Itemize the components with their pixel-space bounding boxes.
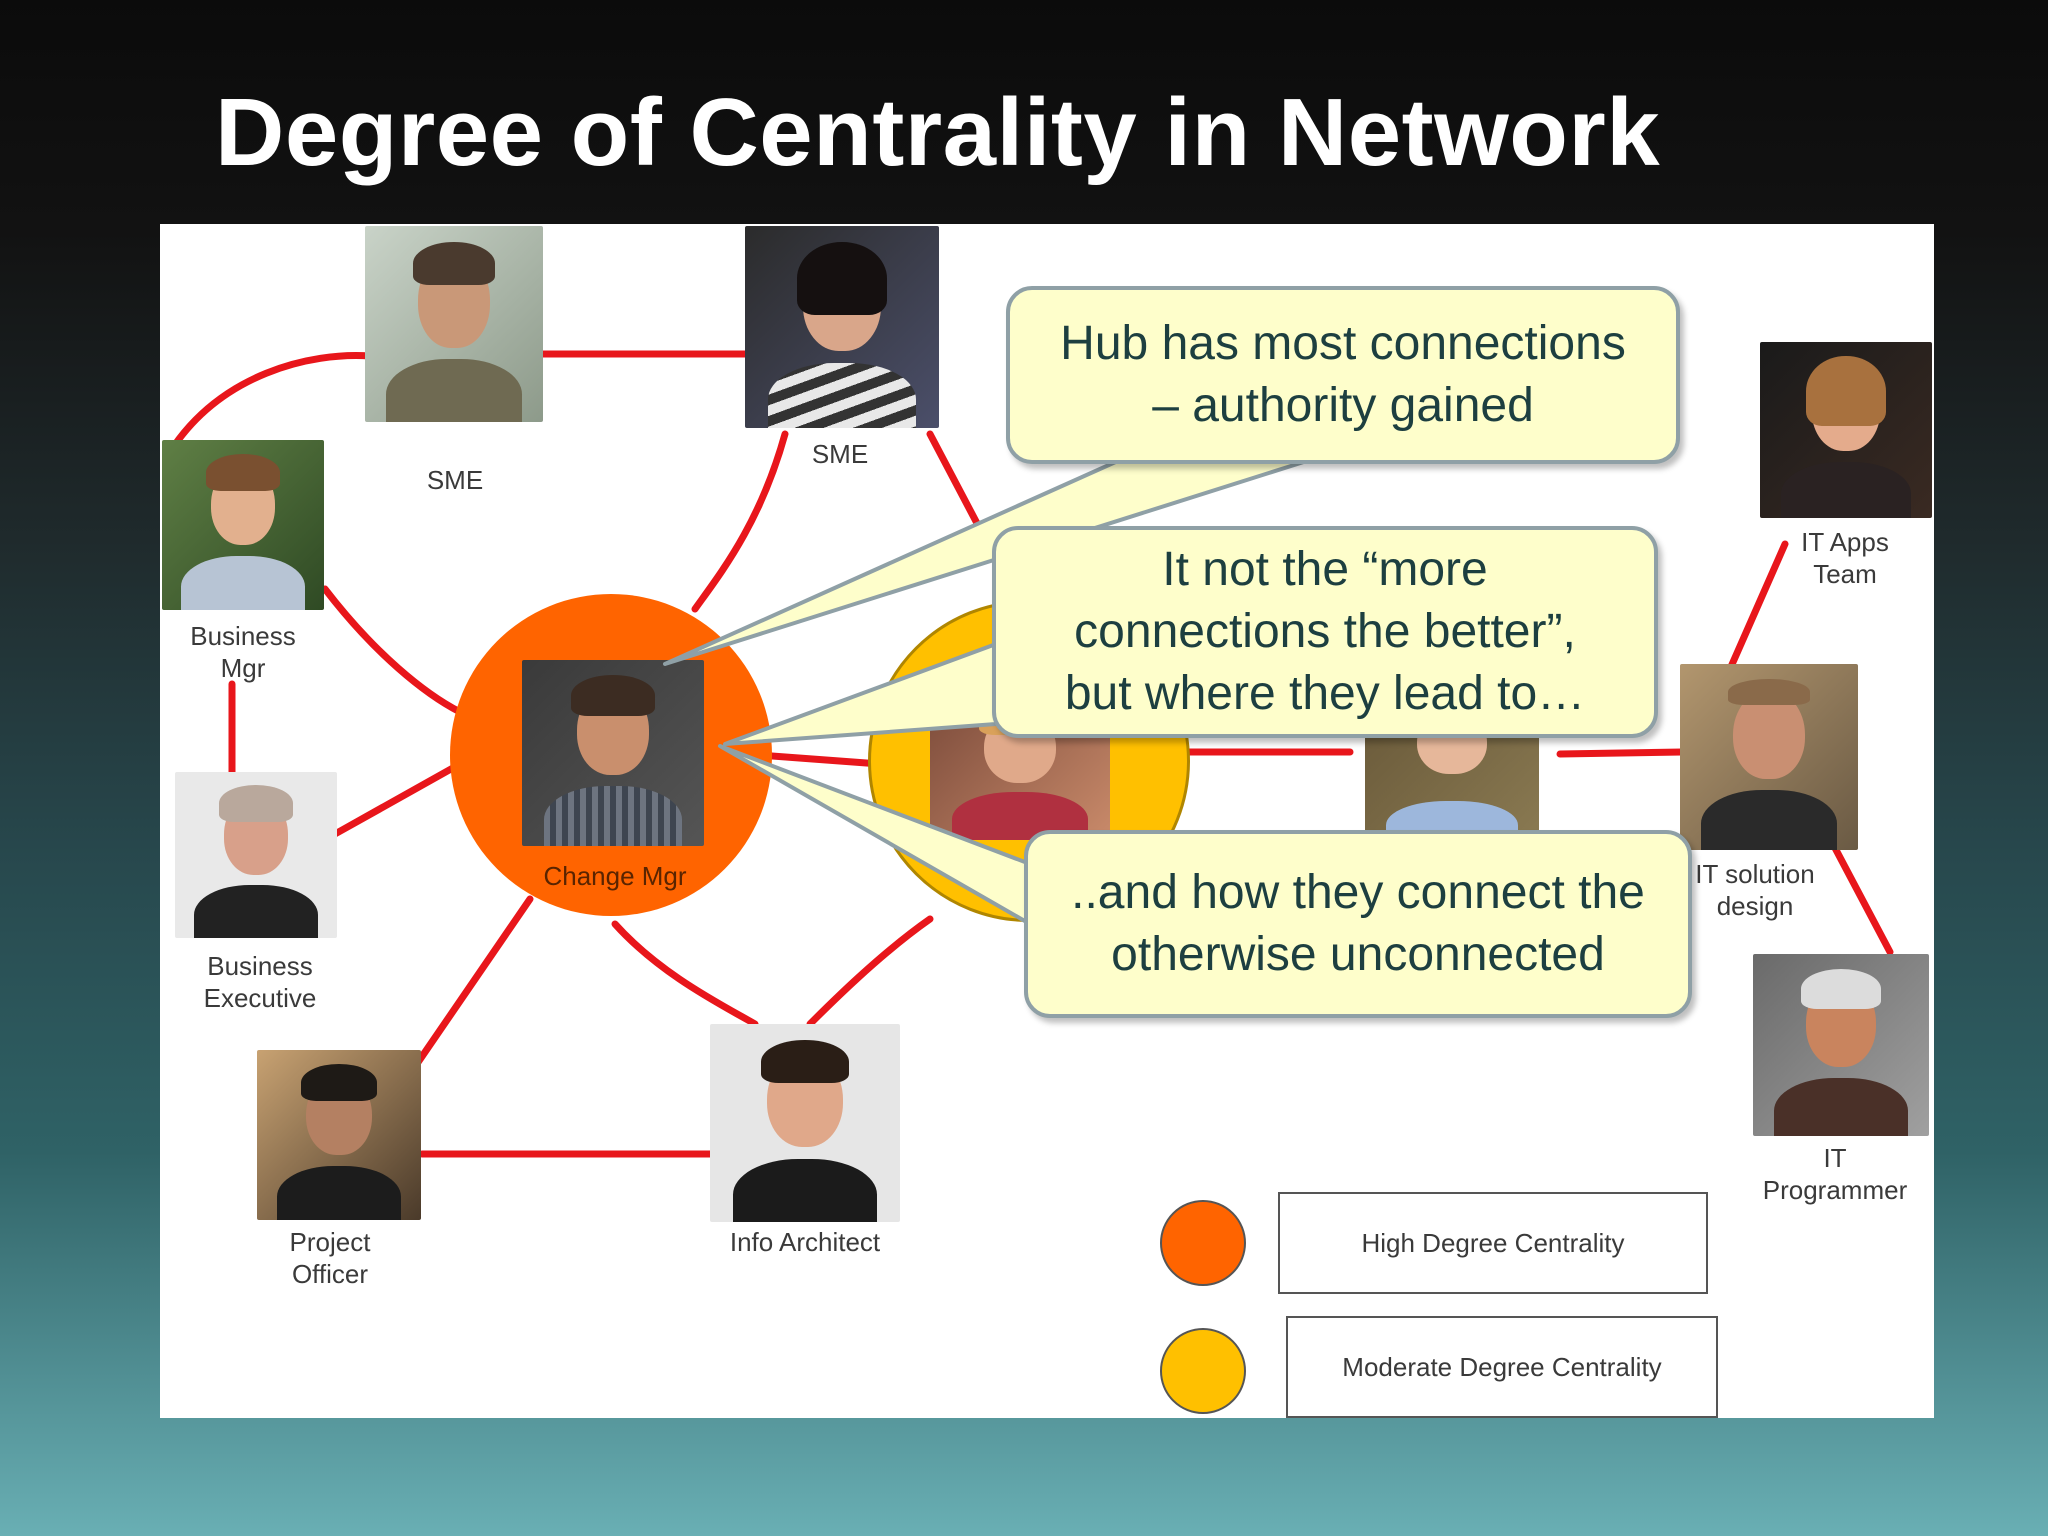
info-architect-photo [710, 1024, 900, 1222]
edge-change-info [611, 920, 759, 1028]
edge-bizexec-change [331, 760, 464, 838]
it-solution-design-caption: IT solution design [1695, 859, 1815, 921]
business-mgr-photo [162, 440, 324, 610]
slide-title: Degree of Centrality in Network [215, 79, 1661, 186]
callout-connect: ..and how they connect the otherwise unc… [1024, 830, 1692, 1018]
sme-top-photo [745, 226, 939, 428]
edge-itperson-itsolution [1556, 748, 1686, 758]
edge-moderate-info [806, 915, 934, 1028]
legend-high-label: High Degree Centrality [1278, 1192, 1708, 1294]
sme-left-photo [365, 226, 543, 422]
change-mgr-caption: Change Mgr [543, 861, 687, 891]
sme-left-caption: SME [426, 465, 484, 495]
project-officer-photo [257, 1050, 421, 1220]
callout-connect-text: ..and how they connect the otherwise unc… [1071, 866, 1645, 981]
it-solution-design-photo [1680, 664, 1858, 850]
it-programmer-photo [1753, 954, 1929, 1136]
callout-lead-text: It not the “more connections the better”… [1064, 543, 1586, 720]
network-diagram: SME SME Business Mgr Business Executive … [160, 224, 1934, 1418]
edge-change-project [406, 895, 534, 1078]
edge-sme-change [691, 430, 789, 613]
legend-moderate-label: Moderate Degree Centrality [1286, 1316, 1718, 1418]
business-executive-photo [175, 772, 337, 938]
legend-moderate-swatch [1160, 1328, 1246, 1414]
edge-bizmgr-change [321, 585, 464, 716]
it-apps-team-caption: IT Apps Team [1801, 527, 1889, 589]
it-apps-team-photo [1760, 342, 1932, 518]
sme-top-caption: SME [811, 439, 869, 469]
it-programmer-caption: IT Programmer [1762, 1143, 1908, 1205]
change-mgr-photo [522, 660, 704, 846]
callout-hub: Hub has most connections – authority gai… [1006, 286, 1680, 464]
edge-bizmgr-sme [166, 352, 374, 456]
project-officer-caption: Project Officer [289, 1227, 371, 1289]
callout-hub-text: Hub has most connections – authority gai… [1060, 317, 1626, 432]
callout-lead: It not the “more connections the better”… [992, 526, 1658, 738]
info-architect-caption: Info Architect [729, 1227, 881, 1257]
business-executive-caption: Business Executive [203, 951, 317, 1013]
legend-high-swatch [1160, 1200, 1246, 1286]
edge-sme-moderate [926, 430, 984, 533]
edge-itapps-itsolution [1726, 540, 1789, 673]
business-mgr-caption: Business Mgr [190, 621, 296, 683]
